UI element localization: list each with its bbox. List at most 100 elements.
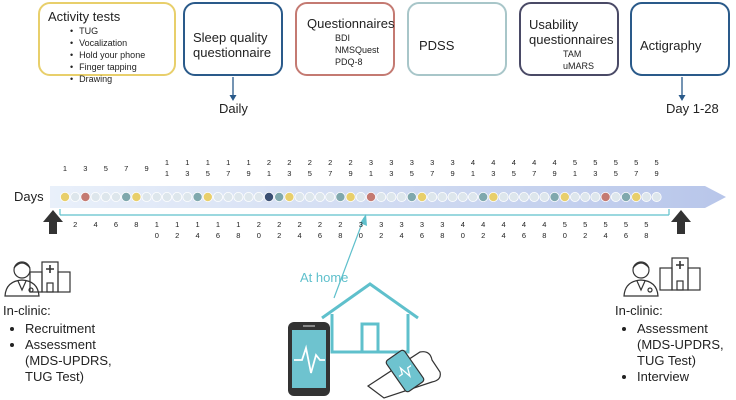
day-marker-dot [202,191,213,202]
actigraphy-box: Actigraphy [630,2,730,76]
day-marker-dot [416,191,427,202]
doctor-icon [623,261,659,297]
top-day-tick: 9 [144,164,149,173]
sleep-quality-title: Sleep quality questionnaire [193,30,272,60]
activity-tests-box: Activity tests TUG Vocalization Hold you… [38,2,176,84]
day-empty-dot [294,191,305,202]
day-marker-dot [365,191,376,202]
day-empty-dot [304,191,315,202]
day-marker-dot [600,191,611,202]
daily-arrow-head [229,95,237,101]
hospital-icon [29,261,71,293]
day-marker-dot [488,191,499,202]
end-arrow [671,210,691,234]
day-empty-dot [467,191,478,202]
day-empty-dot [580,191,591,202]
top-day-tick: 1 [62,164,68,173]
usability-title: Usability questionnaires [529,17,614,47]
day-marker-dot [478,191,489,202]
day-empty-dot [570,191,581,202]
questionnaire-item: BDI [335,33,351,43]
clinic-right-list: Assessment (MDS-UPDRS, TUG Test) Intervi… [615,321,733,385]
questionnaires-box: Questionnaires BDI NMSQuest PDQ-8 [295,2,395,76]
day-empty-dot [498,191,509,202]
day-empty-dot [376,191,387,202]
activity-item: Vocalization [70,37,145,49]
day-empty-dot [70,191,81,202]
bottom-day-tick: 8 [134,220,139,229]
day-empty-dot [437,191,448,202]
questionnaire-item: NMSQuest [335,45,380,55]
day-empty-dot [161,191,172,202]
bottom-day-tick: 2 [73,220,78,229]
clinic-left-item: Recruitment [25,321,133,337]
activity-item: TUG [70,25,145,37]
day-marker-dot [274,191,285,202]
top-day-tick: 7 [124,164,129,173]
activity-item: Hold your phone [70,49,145,61]
day-empty-dot [539,191,550,202]
day-empty-dot [223,191,234,202]
clinic-right-item: Interview [637,369,733,385]
day-empty-dot [100,191,111,202]
hospital-icon [659,257,701,291]
day-empty-dot [212,191,223,202]
activity-item: Finger tapping [70,61,145,73]
clinic-left-title: In-clinic: [3,303,51,318]
day-empty-dot [90,191,101,202]
sleep-quality-box: Sleep quality questionnaire [183,2,283,76]
day-empty-dot [641,191,652,202]
day-empty-dot [243,191,254,202]
top-day-tick: 5 [103,164,108,173]
day-empty-dot [519,191,530,202]
pdss-box: PDSS [407,2,507,76]
day-empty-dot [396,191,407,202]
day-empty-dot [355,191,366,202]
bottom-day-tick: 6 [113,220,119,229]
top-day-tick: 3 [83,164,88,173]
questionnaires-list: BDI NMSQuest PDQ-8 [335,32,379,68]
smartphone-icon [288,322,330,396]
day-range-arrow-head [678,95,686,101]
day-empty-dot [427,191,438,202]
clinic-left-text: In-clinic: Recruitment Assessment (MDS-U… [3,303,133,385]
day-marker-dot [131,191,142,202]
day-marker-dot [335,191,346,202]
clinic-right-item: Assessment (MDS-UPDRS, TUG Test) [637,321,733,369]
usability-box: Usability questionnaires TAM uMARS [519,2,619,76]
actigraphy-title: Actigraphy [640,38,702,53]
day-marker-dot [631,191,642,202]
days-label: Days [14,189,44,204]
day-empty-dot [651,191,662,202]
day-empty-dot [141,191,152,202]
clinic-left-item: Assessment (MDS-UPDRS, TUG Test) [25,337,125,385]
clinic-right-title: In-clinic: [615,303,663,318]
day-marker-dot [192,191,203,202]
activity-item: Drawing [70,73,145,85]
day-range-label: Day 1-28 [666,101,719,116]
